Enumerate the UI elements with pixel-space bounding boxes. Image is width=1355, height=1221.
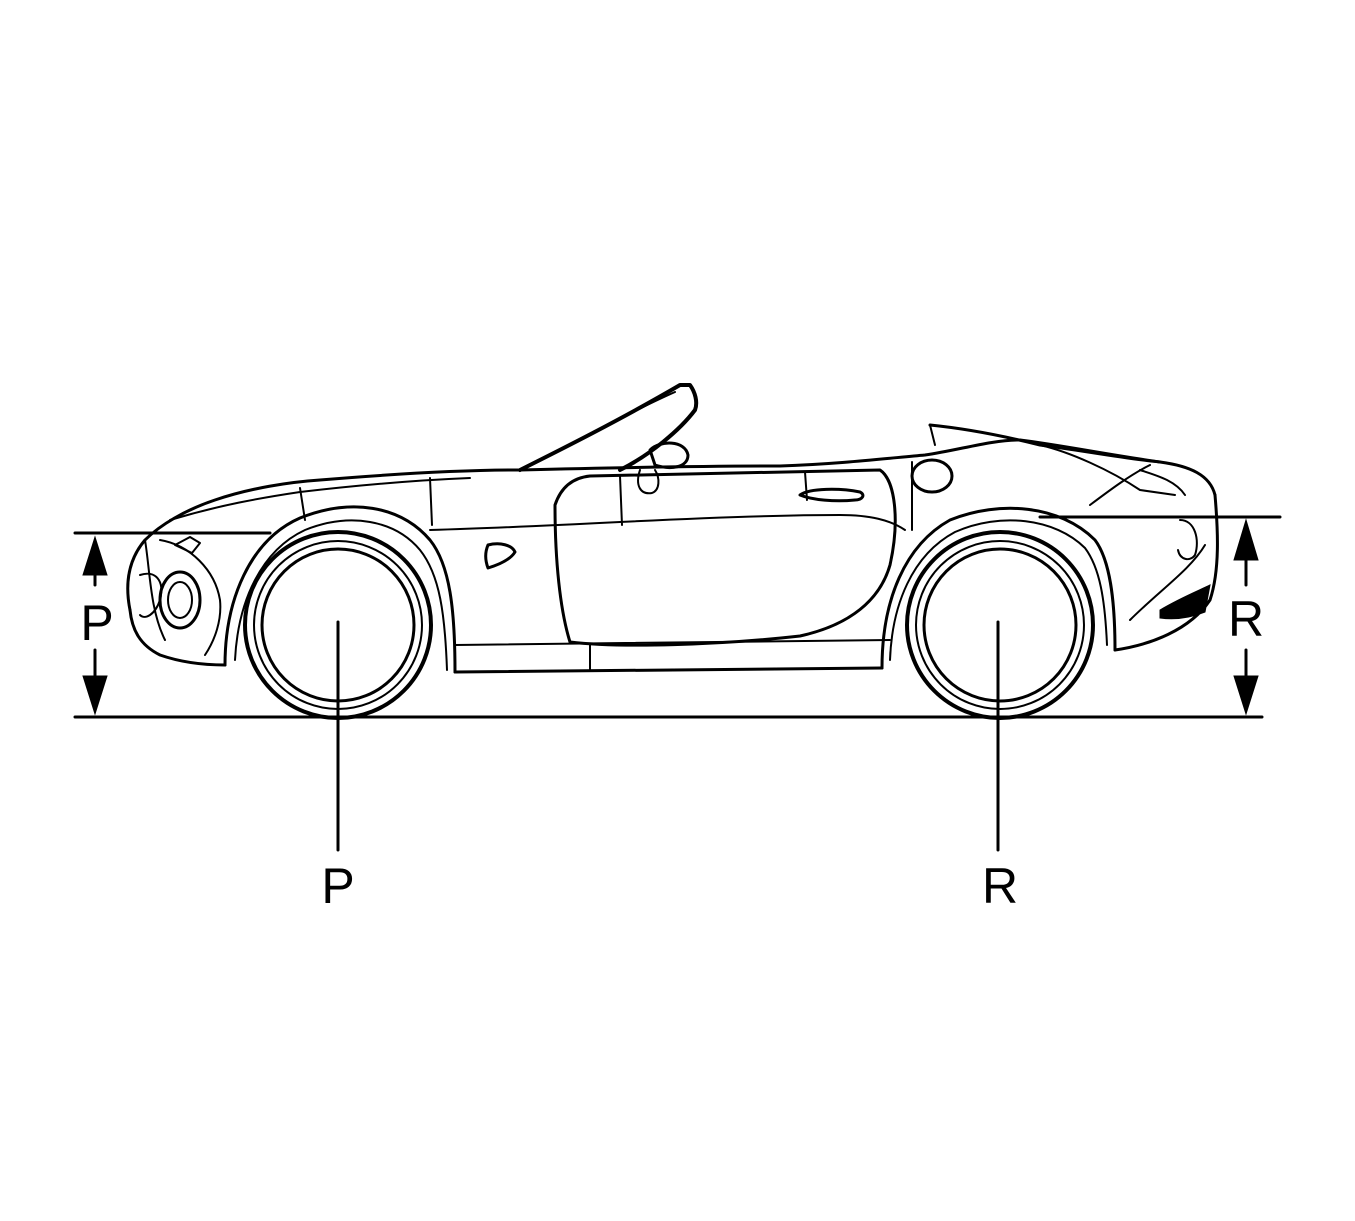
headlamp <box>158 570 202 630</box>
reference-lines <box>73 515 1282 852</box>
front-height-dimension <box>82 535 108 716</box>
door-handle <box>798 487 865 503</box>
arrow-down-icon <box>1233 675 1259 716</box>
side-mirror <box>648 441 690 469</box>
front-wheel-center-label: P <box>321 858 354 914</box>
arrow-up-icon <box>82 535 108 576</box>
rear-wheel-center-label: R <box>982 858 1018 914</box>
rear-height-label: R <box>1228 591 1264 647</box>
front-height-label: P <box>80 595 113 651</box>
arrow-up-icon <box>1233 518 1259 561</box>
fuel-door <box>910 458 954 494</box>
rear-height-dimension <box>1233 518 1259 716</box>
rear-wheel <box>905 530 1095 720</box>
arrow-down-icon <box>82 675 108 716</box>
car-side-profile <box>126 383 1219 674</box>
